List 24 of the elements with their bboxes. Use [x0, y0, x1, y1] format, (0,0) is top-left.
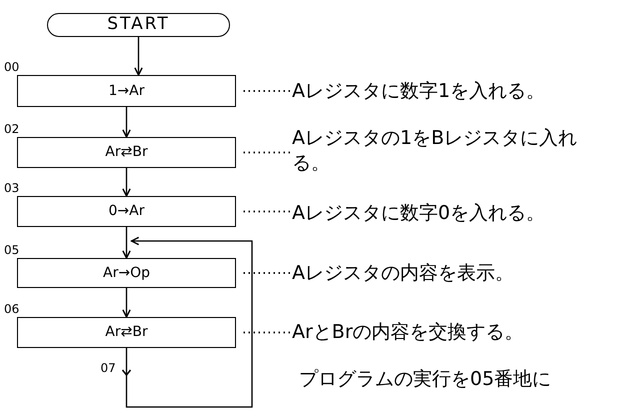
process-box: 0→Ar	[17, 196, 236, 227]
arrow	[122, 288, 131, 318]
arrow	[122, 168, 131, 197]
step-address: 03	[4, 182, 20, 194]
edge-label: 07	[100, 362, 116, 374]
leader-line	[242, 210, 290, 212]
process-box: Ar⇄Br	[17, 137, 236, 168]
process-box: Ar⇄Br	[17, 317, 236, 348]
step-address: 00	[4, 61, 20, 73]
arrow	[122, 227, 131, 259]
process-box: Ar→Op	[17, 258, 236, 288]
leader-line	[242, 272, 290, 274]
step-address: 02	[4, 123, 20, 135]
step-address: 05	[4, 244, 20, 256]
leader-line	[242, 152, 290, 154]
arrow	[122, 236, 253, 408]
note-text: プログラムの実行を05番地に	[299, 370, 552, 389]
process-box: 1→Ar	[17, 75, 236, 107]
terminal-box: START	[47, 13, 230, 37]
arrow	[134, 37, 143, 76]
arrow	[122, 107, 131, 138]
leader-line	[242, 332, 290, 334]
step-address: 06	[4, 303, 20, 315]
leader-line	[242, 90, 290, 92]
